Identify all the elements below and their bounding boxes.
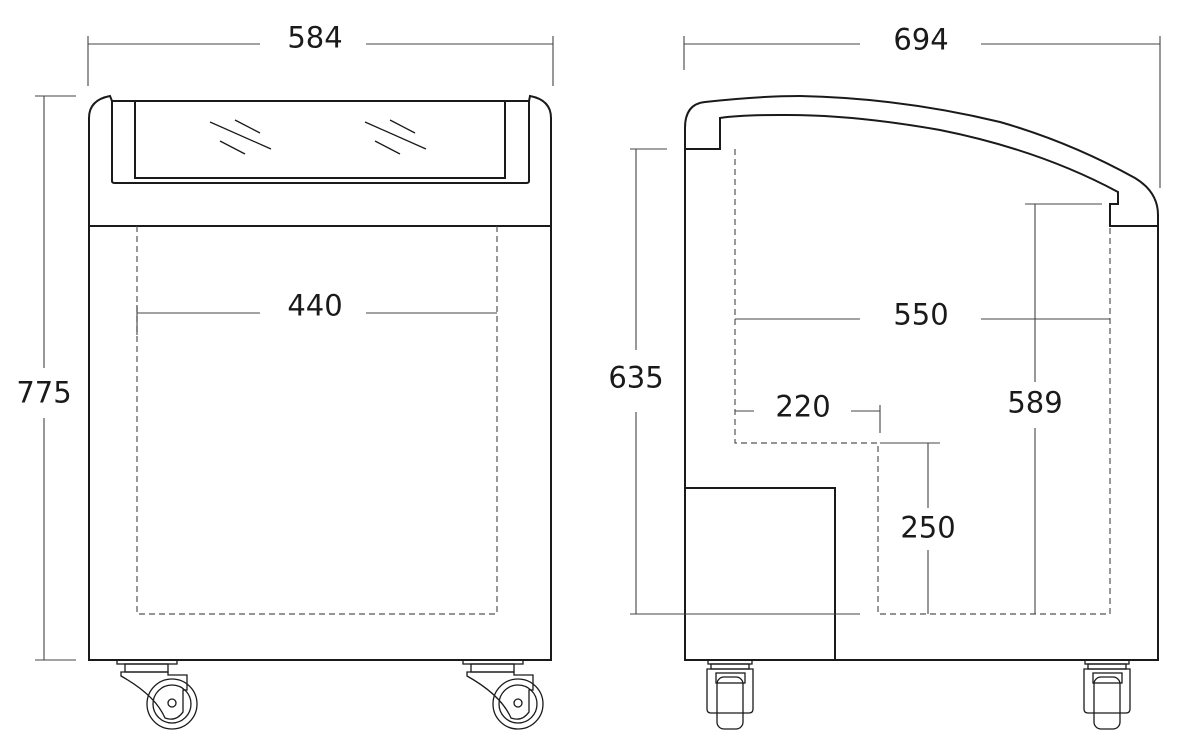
side-caster-left — [706, 659, 754, 730]
front-inner-cavity — [136, 226, 498, 615]
dimension-label-step-height: 250 — [898, 510, 958, 545]
side-body — [684, 149, 1159, 661]
side-dimension-lines — [630, 36, 1161, 615]
side-view — [630, 36, 1161, 730]
dimension-label-inner-height-right: 589 — [1005, 385, 1065, 420]
dimension-label-inner-width: 440 — [285, 288, 345, 323]
front-view — [35, 36, 554, 730]
lid-glass — [134, 100, 506, 179]
dimension-label-side-depth: 694 — [891, 22, 951, 57]
side-inner-cavity — [734, 149, 1111, 615]
glass-reflection-icon — [209, 119, 427, 155]
side-caster-right — [1083, 659, 1131, 730]
front-caster-right — [462, 659, 544, 730]
front-caster-left — [116, 659, 198, 730]
dimension-label-step-depth: 220 — [773, 389, 833, 424]
front-top-frame — [88, 94, 552, 226]
dimension-label-front-height: 775 — [14, 375, 74, 410]
dimension-label-inner-depth: 550 — [891, 297, 951, 332]
dimension-label-inner-height: 635 — [606, 360, 666, 395]
compressor-compartment — [684, 487, 836, 661]
side-lid — [684, 94, 1159, 227]
front-lid-frame — [111, 101, 530, 184]
front-body — [88, 225, 552, 661]
front-dimension-lines — [35, 36, 554, 661]
dimension-label-front-width: 584 — [285, 20, 345, 55]
